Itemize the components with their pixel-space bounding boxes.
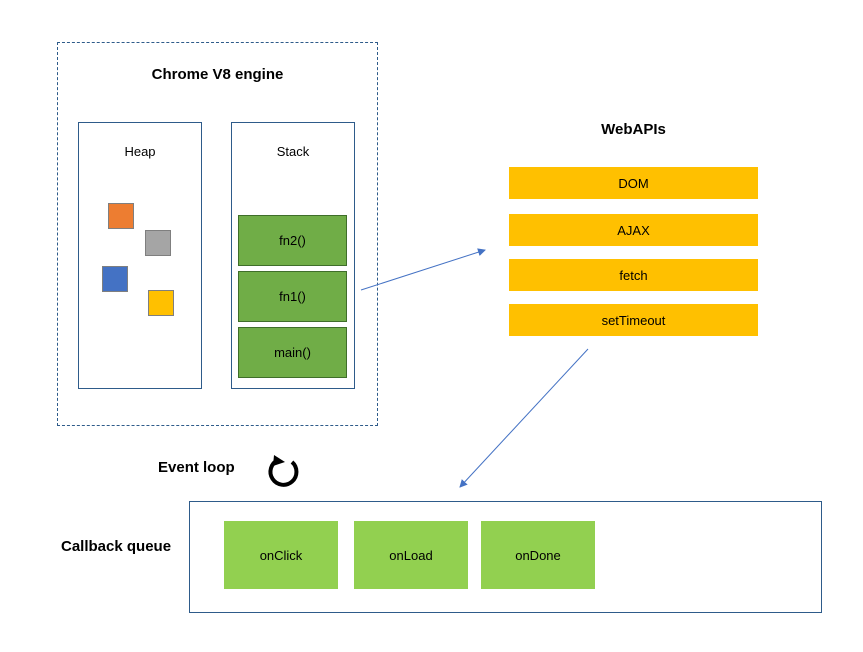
webapi-ajax: AJAX (509, 214, 758, 246)
callback-ondone: onDone (481, 521, 595, 589)
callback-onclick: onClick (224, 521, 338, 589)
heap-object-blue (102, 266, 128, 292)
heap-object-orange (108, 203, 134, 229)
heap-panel (78, 122, 202, 389)
event-loop-label: Event loop (158, 459, 235, 476)
heap-label: Heap (124, 144, 156, 159)
stack-frame-fn1: fn1() (238, 271, 347, 322)
v8-engine-container (57, 42, 378, 426)
engine-title: Chrome V8 engine (151, 66, 284, 83)
webapi-dom: DOM (509, 167, 758, 199)
callback-queue-label: Callback queue (61, 538, 172, 555)
callback-onload: onLoad (354, 521, 468, 589)
arrow-webapis-to-queue (459, 348, 589, 488)
webapi-settimeout: setTimeout (509, 304, 758, 336)
arrow-stack-to-webapis (360, 248, 486, 291)
stack-label: Stack (276, 144, 310, 159)
callback-queue-container (189, 501, 822, 613)
webapi-fetch: fetch (509, 259, 758, 291)
stack-frame-fn2: fn2() (238, 215, 347, 266)
webapis-title: WebAPIs (601, 121, 666, 138)
heap-object-gray (145, 230, 171, 256)
stack-frame-main: main() (238, 327, 347, 378)
heap-object-yellow (148, 290, 174, 316)
circular-arrow-icon (264, 453, 304, 489)
